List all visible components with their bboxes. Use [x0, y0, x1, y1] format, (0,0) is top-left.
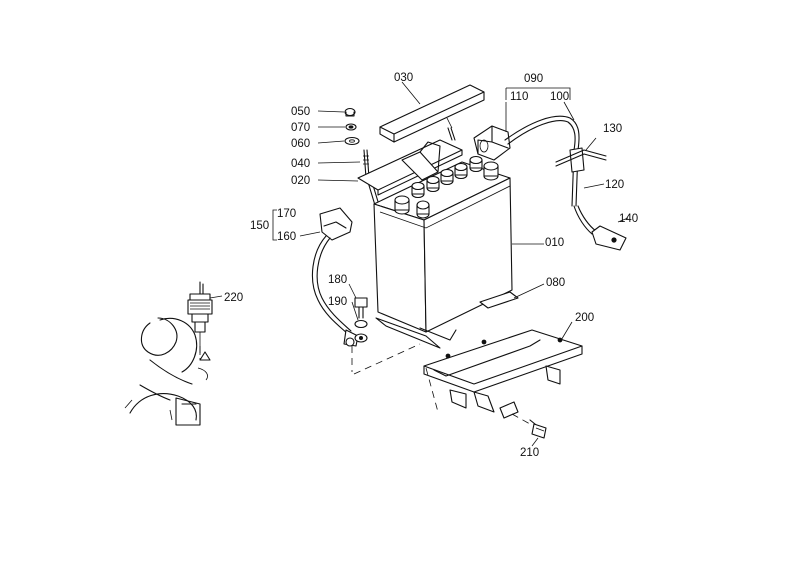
label-060: 060: [291, 138, 310, 150]
callout-leaders-090-group: [505, 87, 629, 223]
part-020-bracket: [357, 117, 463, 196]
label-080: 080: [546, 277, 565, 289]
part-080-pad: [375, 283, 545, 349]
callout-labels: 030 090 110 100 050 070 060 040 020 130 …: [224, 72, 638, 459]
label-020: 020: [291, 175, 310, 187]
label-120: 120: [605, 179, 624, 191]
part-200-tray: [423, 321, 583, 419]
part-050-070-060-hardware: [317, 107, 360, 146]
label-200: 200: [575, 312, 594, 324]
part-180-190-bolt: [348, 283, 368, 343]
label-220: 220: [224, 292, 243, 304]
label-100: 100: [550, 91, 569, 103]
callout-bracket-150: [272, 209, 277, 241]
part-010-battery: [373, 155, 544, 333]
engine-block-fragment: [124, 317, 211, 426]
label-140: 140: [619, 213, 638, 225]
part-110-terminal-cover: [473, 125, 511, 161]
label-040: 040: [291, 158, 310, 170]
part-220-switch: [187, 281, 223, 355]
label-160: 160: [277, 231, 296, 243]
label-150: 150: [250, 220, 269, 232]
part-210-bolt: [529, 419, 547, 447]
label-030: 030: [394, 72, 413, 84]
label-010: 010: [545, 237, 564, 249]
label-090: 090: [524, 73, 543, 85]
part-130-clamp: [555, 137, 607, 167]
label-070: 070: [291, 122, 310, 134]
part-160-cable: [299, 207, 359, 347]
label-180: 180: [328, 274, 347, 286]
label-210: 210: [520, 447, 539, 459]
label-050: 050: [291, 106, 310, 118]
part-030-top-bar: [379, 81, 485, 143]
label-190: 190: [328, 296, 347, 308]
label-170: 170: [277, 208, 296, 220]
assembly-dashed-lines: [199, 343, 531, 425]
label-130: 130: [603, 123, 622, 135]
label-110: 110: [510, 91, 528, 103]
